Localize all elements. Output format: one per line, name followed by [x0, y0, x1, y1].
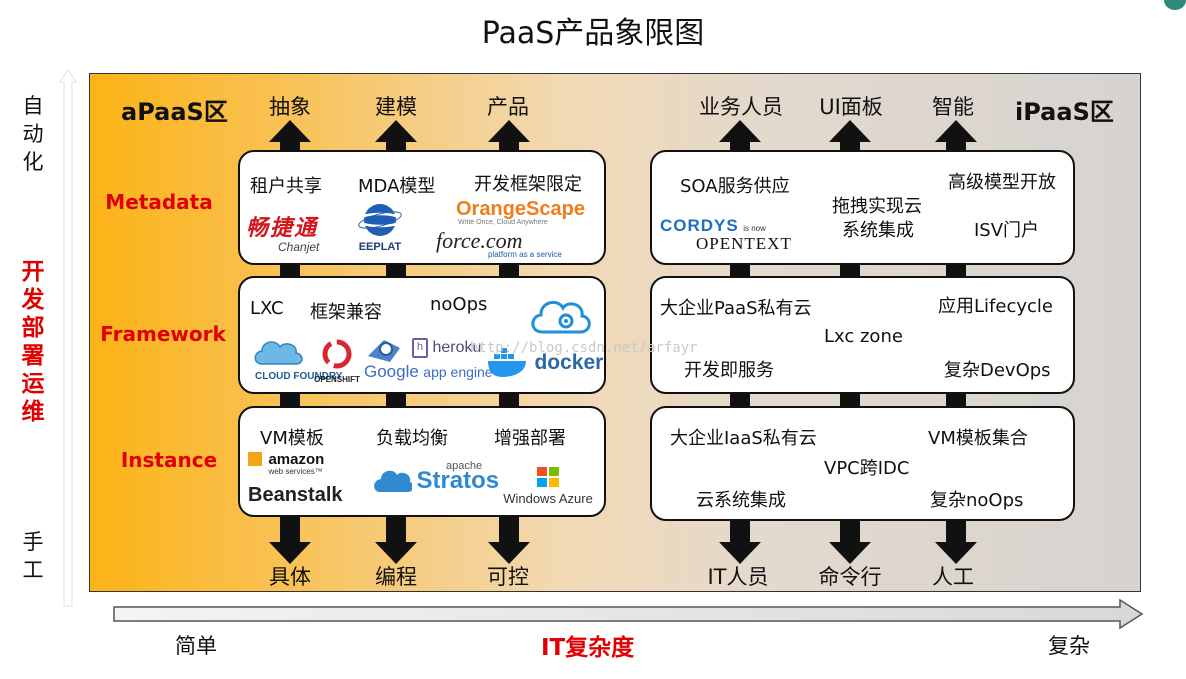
top-label-ui-panel: UI面板 [819, 95, 883, 119]
heroku-logo: h heroku [412, 338, 481, 358]
ipaas-metadata-text-2: 高级模型开放 [948, 172, 1056, 193]
apaas-instance-box: VM模板 负载均衡 增强部署 amazon web services™ Bean… [238, 406, 606, 517]
stratos-cloud-icon [374, 470, 414, 492]
windows-azure-logo: Windows Azure [498, 466, 598, 506]
cloud-gear-icon [528, 292, 594, 342]
ipaas-instance-text-3: VPC跨IDC [824, 458, 910, 479]
beanstalk-logo: Beanstalk [248, 484, 343, 506]
ipaas-instance-text-4: 云系统集成 [696, 490, 786, 511]
apaas-framework-text-1: LXC [250, 298, 284, 319]
cloudfoundry-logo: CLOUD FOUNDRY [250, 336, 342, 382]
cordys-opentext-logo: CORDYS is now OPENTEXT [660, 216, 792, 253]
force-logo: force.com platform as a service [436, 228, 562, 259]
ipaas-metadata-text-5: ISV门户 [974, 220, 1040, 241]
cloud-icon [254, 341, 303, 365]
apache-label: apache [446, 460, 483, 472]
axis-it-complexity-label: IT复杂度 [541, 635, 635, 661]
top-label-product: 产品 [487, 95, 529, 119]
openshift-logo: OPENSHIFT [310, 338, 364, 384]
top-label-business-staff: 业务人员 [699, 95, 783, 119]
ipaas-metadata-text-1: SOA服务供应 [680, 176, 790, 197]
ipaas-instance-text-5: 复杂noOps [930, 490, 1024, 511]
bottom-label-it-staff: IT人员 [707, 565, 769, 589]
vertical-axis-arrow [58, 68, 78, 612]
row-label-metadata: Metadata [105, 190, 213, 214]
ipaas-framework-text-4: 开发即服务 [684, 360, 774, 381]
apaas-zone-label: aPaaS区 [121, 98, 228, 126]
apaas-metadata-text-1: 租户共享 [250, 176, 322, 197]
ipaas-instance-text-2: VM模板集合 [928, 428, 1028, 449]
ipaas-framework-box: 大企业PaaS私有云 应用Lifecycle Lxc zone 开发即服务 复杂… [650, 276, 1075, 394]
apaas-framework-box: LXC 框架兼容 noOps CLOUD FOUNDRY OPENSHIFT h… [238, 276, 606, 394]
apaas-metadata-text-3: 开发框架限定 [474, 174, 582, 195]
apaas-instance-text-2: 负载均衡 [376, 428, 448, 449]
windows-flag-icon [537, 467, 559, 487]
axis-top-label: 自动化 [22, 94, 44, 174]
top-label-modeling: 建模 [375, 95, 417, 119]
axis-complex-label: 复杂 [1048, 634, 1090, 658]
ipaas-framework-text-3: Lxc zone [824, 326, 903, 347]
openshift-ring-icon [322, 339, 352, 369]
ipaas-instance-box: 大企业IaaS私有云 VM模板集合 VPC跨IDC 云系统集成 复杂noOps [650, 406, 1075, 521]
top-label-smart: 智能 [932, 95, 974, 119]
row-label-framework: Framework [100, 322, 226, 346]
amazon-logo: amazon web services™ [248, 452, 324, 476]
horizontal-axis-arrow [112, 598, 1144, 634]
google-appengine-icon [364, 334, 406, 368]
corner-badge [1164, 0, 1186, 10]
axis-simple-label: 简单 [175, 634, 217, 658]
watermark: http://blog.csdn.net/arfayr [470, 340, 698, 356]
axis-middle-label: 开发部 署运维 [21, 259, 45, 425]
changjet-logo: 畅捷通 Chanjet [246, 215, 320, 254]
docker-logo: docker [486, 348, 603, 378]
top-label-abstract: 抽象 [269, 95, 311, 119]
apaas-instance-text-1: VM模板 [260, 428, 324, 449]
ipaas-metadata-text-3: 拖拽实现云 [832, 196, 922, 217]
axis-bottom-label: 手工 [22, 530, 44, 582]
bottom-label-controllable: 可控 [487, 565, 529, 589]
ipaas-instance-text-1: 大企业IaaS私有云 [670, 428, 817, 449]
ipaas-metadata-box: SOA服务供应 高级模型开放 拖拽实现云 系统集成 ISV门户 CORDYS i… [650, 150, 1075, 265]
ipaas-framework-text-2: 应用Lifecycle [938, 296, 1053, 317]
google-appengine-logo: Google app engine [364, 362, 493, 381]
apaas-framework-text-2: 框架兼容 [310, 302, 382, 323]
eeplat-logo: EEPLAT [350, 202, 410, 253]
row-label-instance: Instance [120, 448, 218, 472]
ipaas-framework-text-5: 复杂DevOps [944, 360, 1051, 381]
bottom-label-command-line: 命令行 [818, 565, 882, 589]
stratos-logo: Stratos [372, 466, 499, 496]
globe-icon [356, 204, 404, 236]
ipaas-framework-text-1: 大企业PaaS私有云 [660, 298, 812, 319]
orangescape-logo: OrangeScape Write Once, Cloud Anywhere [456, 198, 585, 226]
whale-icon [488, 348, 526, 377]
bottom-label-concrete: 具体 [269, 565, 311, 589]
ipaas-zone-label: iPaaS区 [1015, 98, 1114, 126]
bottom-label-programming: 编程 [375, 565, 417, 589]
apaas-metadata-text-2: MDA模型 [358, 176, 436, 197]
apaas-framework-text-3: noOps [430, 294, 488, 315]
apaas-instance-text-3: 增强部署 [494, 428, 566, 449]
ipaas-metadata-text-4: 系统集成 [842, 220, 914, 241]
apaas-metadata-box: 租户共享 MDA模型 开发框架限定 畅捷通 Chanjet EEPLAT Ora… [238, 150, 606, 265]
bottom-label-manual: 人工 [932, 565, 974, 589]
page-title: PaaS产品象限图 [481, 16, 705, 51]
